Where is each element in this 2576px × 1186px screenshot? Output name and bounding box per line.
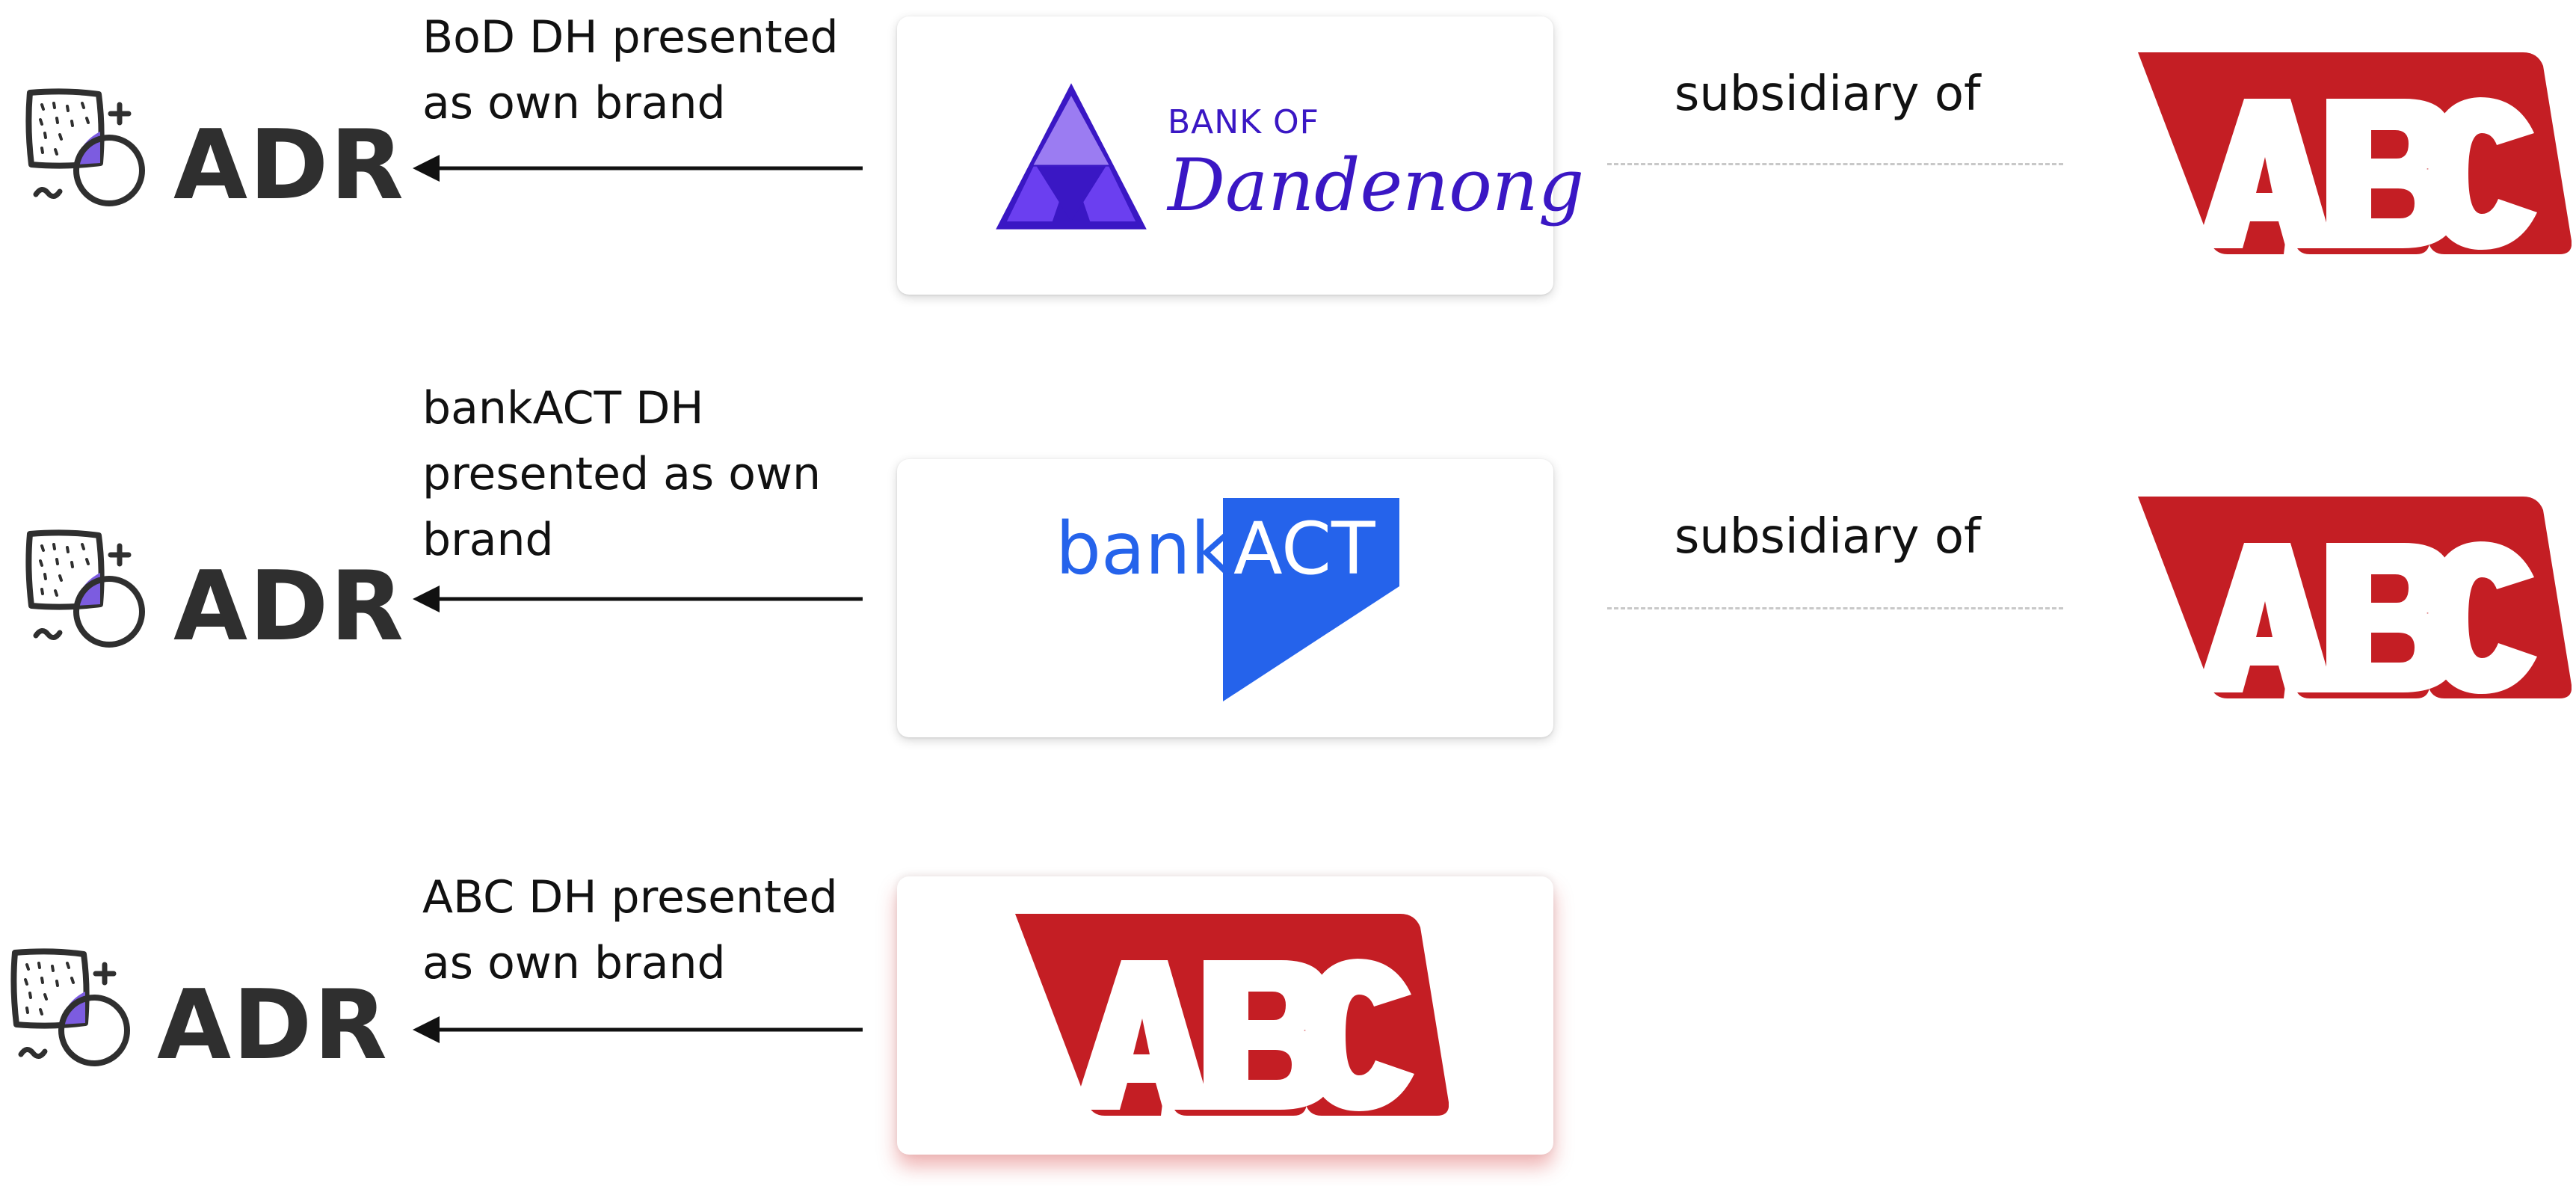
adr-label: ADR [173,551,405,663]
relation-label: subsidiary of [1674,67,1981,122]
abc-logo [2130,52,2572,254]
caption-line: BoD DH presented [422,11,839,64]
caption-line: as own brand [422,77,726,129]
brand-text-bank: bank [1056,507,1233,591]
adr-icon [0,942,150,1092]
adr-label: ADR [157,970,389,1081]
adr-icon [15,82,164,232]
adr-label: ADR [173,110,405,221]
brand-card-bank-of-dandenong: BANK OF Dandenong [897,16,1584,295]
caption-line: as own brand [422,937,726,989]
abc-logo [1008,914,1449,1116]
bankact-shape [1223,498,1399,701]
brand-card-bankact: bank ACT [897,459,1553,737]
abc-logo [2130,497,2572,698]
brand-text-act: ACT [1233,507,1375,591]
caption: ABC DH presented as own brand [422,864,838,996]
dashed-connector [1607,163,2063,165]
caption-line: ABC DH presented [422,871,838,924]
left-arrow [413,1016,863,1043]
adr-icon [15,523,164,673]
caption: bankACT DH presented as own brand [422,375,821,573]
caption-line: bankACT DH [422,382,704,434]
caption: BoD DH presented as own brand [422,4,839,136]
left-arrow [413,586,863,612]
brand-text-dandenong: Dandenong [1168,144,1585,227]
bank-of-dandenong-triangle-icon [993,70,1150,244]
left-arrow [413,155,863,182]
caption-line: brand [422,514,554,566]
brand-card-abc [897,876,1553,1155]
dashed-connector [1607,607,2063,609]
brand-text-bank-of: BANK OF [1168,103,1319,141]
caption-line: presented as own [422,448,822,500]
relation-label: subsidiary of [1674,509,1981,565]
